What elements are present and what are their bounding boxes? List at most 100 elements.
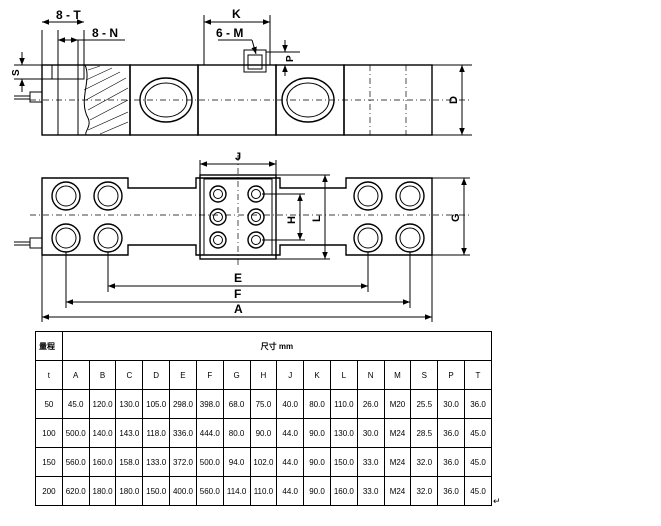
table-cell: 32.0 <box>410 476 439 506</box>
table-cell: 36.0 <box>437 476 465 506</box>
dim-label-s: S <box>11 69 22 76</box>
table-cell: 45.0 <box>464 447 492 477</box>
dimension-header-cell: 尺寸 mm <box>61 331 493 361</box>
table-cell: 150.0 <box>142 476 171 506</box>
dim-label-8-t: 8 - T <box>56 8 81 22</box>
table-cell: 90.0 <box>303 447 331 477</box>
table-cell: 45.0 <box>464 476 492 506</box>
table-cell: 143.0 <box>115 418 144 448</box>
column-header: E <box>169 360 197 390</box>
table-cell: 500.0 <box>61 418 90 448</box>
table-cell: 118.0 <box>142 418 171 448</box>
column-header: S <box>410 360 439 390</box>
table-cell: 90.0 <box>303 418 331 448</box>
table-cell: 298.0 <box>169 389 197 419</box>
table-cell: 500.0 <box>195 447 224 477</box>
dim-label-d: D <box>448 96 460 104</box>
table-cell: 372.0 <box>169 447 197 477</box>
column-header: N <box>356 360 385 390</box>
column-header: J <box>276 360 305 390</box>
table-cell: M24 <box>383 476 412 506</box>
dim-label-g: G <box>450 213 462 222</box>
table-cell: 398.0 <box>195 389 224 419</box>
table-cell: 560.0 <box>61 447 90 477</box>
column-header: P <box>437 360 465 390</box>
table-cell: 158.0 <box>115 447 144 477</box>
table-cell: 30.0 <box>356 418 385 448</box>
column-header: M <box>383 360 412 390</box>
dim-label-f: F <box>234 287 241 301</box>
table-cell: 94.0 <box>222 447 251 477</box>
table-cell: 160.0 <box>329 476 358 506</box>
table-cell: 560.0 <box>195 476 224 506</box>
table-cell: 150 <box>35 447 63 477</box>
column-header: t <box>35 360 63 390</box>
column-header: F <box>195 360 224 390</box>
column-header: C <box>115 360 144 390</box>
dim-label-e: E <box>234 271 242 285</box>
table-cell: 36.0 <box>464 389 492 419</box>
table-cell: 114.0 <box>222 476 251 506</box>
table-cell: M20 <box>383 389 412 419</box>
table-cell: 40.0 <box>276 389 305 419</box>
table-cell: 45.0 <box>61 389 90 419</box>
table-cell: 150.0 <box>329 447 358 477</box>
dim-label-j: J <box>235 151 241 163</box>
table-cell: 30.0 <box>437 389 465 419</box>
table-cell: 400.0 <box>169 476 197 506</box>
table-cell: 620.0 <box>61 476 90 506</box>
table-cell: 180.0 <box>115 476 144 506</box>
table-cell: 180.0 <box>88 476 117 506</box>
table-cell: 44.0 <box>276 476 305 506</box>
table-cell: 36.0 <box>437 418 465 448</box>
top-view: J H L G E F A <box>14 151 470 322</box>
table-cell: 444.0 <box>195 418 224 448</box>
table-cell: 36.0 <box>437 447 465 477</box>
dim-label-l: L <box>311 215 323 222</box>
table-cell: 80.0 <box>303 389 331 419</box>
dim-label-6-m: 6 - M <box>216 26 243 40</box>
table-cell: 33.0 <box>356 476 385 506</box>
dim-label-k: K <box>232 7 241 21</box>
table-cell: M24 <box>383 418 412 448</box>
table-cell: 130.0 <box>329 418 358 448</box>
column-header: B <box>88 360 117 390</box>
column-header: H <box>249 360 278 390</box>
column-header: G <box>222 360 251 390</box>
range-label-cell: 量程 <box>35 331 63 361</box>
column-header: T <box>464 360 492 390</box>
table-cell: 105.0 <box>142 389 171 419</box>
table-cell: 160.0 <box>88 447 117 477</box>
table-cell: 68.0 <box>222 389 251 419</box>
table-cell: 140.0 <box>88 418 117 448</box>
table-cell: 25.5 <box>410 389 439 419</box>
table-cell: 26.0 <box>356 389 385 419</box>
technical-drawing: 8 - T 8 - N K 6 - M P S D <box>11 7 472 322</box>
dim-label-8-n: 8 - N <box>92 26 118 40</box>
table-cell: 336.0 <box>169 418 197 448</box>
table-cell: 110.0 <box>329 389 358 419</box>
return-mark: ↵ <box>493 496 501 506</box>
table-cell: 32.0 <box>410 447 439 477</box>
dim-label-a: A <box>234 302 243 316</box>
side-view: 8 - T 8 - N K 6 - M P S D <box>11 7 472 136</box>
table-cell: 45.0 <box>464 418 492 448</box>
table-cell: 200 <box>35 476 63 506</box>
table-cell: 120.0 <box>88 389 117 419</box>
table-cell: 110.0 <box>249 476 278 506</box>
table-cell: 44.0 <box>276 418 305 448</box>
table-cell: 90.0 <box>303 476 331 506</box>
table-cell: 28.5 <box>410 418 439 448</box>
table-cell: 50 <box>35 389 63 419</box>
column-header: K <box>303 360 331 390</box>
dim-label-p: P <box>285 55 296 62</box>
dim-label-h: H <box>286 216 298 224</box>
table-cell: 90.0 <box>249 418 278 448</box>
table-cell: 75.0 <box>249 389 278 419</box>
